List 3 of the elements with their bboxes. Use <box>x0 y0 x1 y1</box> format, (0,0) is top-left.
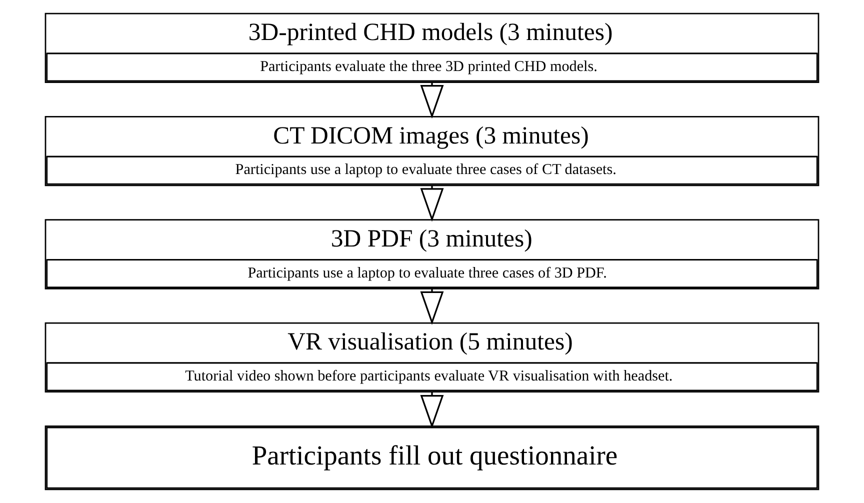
arrow <box>420 289 444 325</box>
arrow <box>420 82 444 119</box>
arrow <box>420 392 444 429</box>
